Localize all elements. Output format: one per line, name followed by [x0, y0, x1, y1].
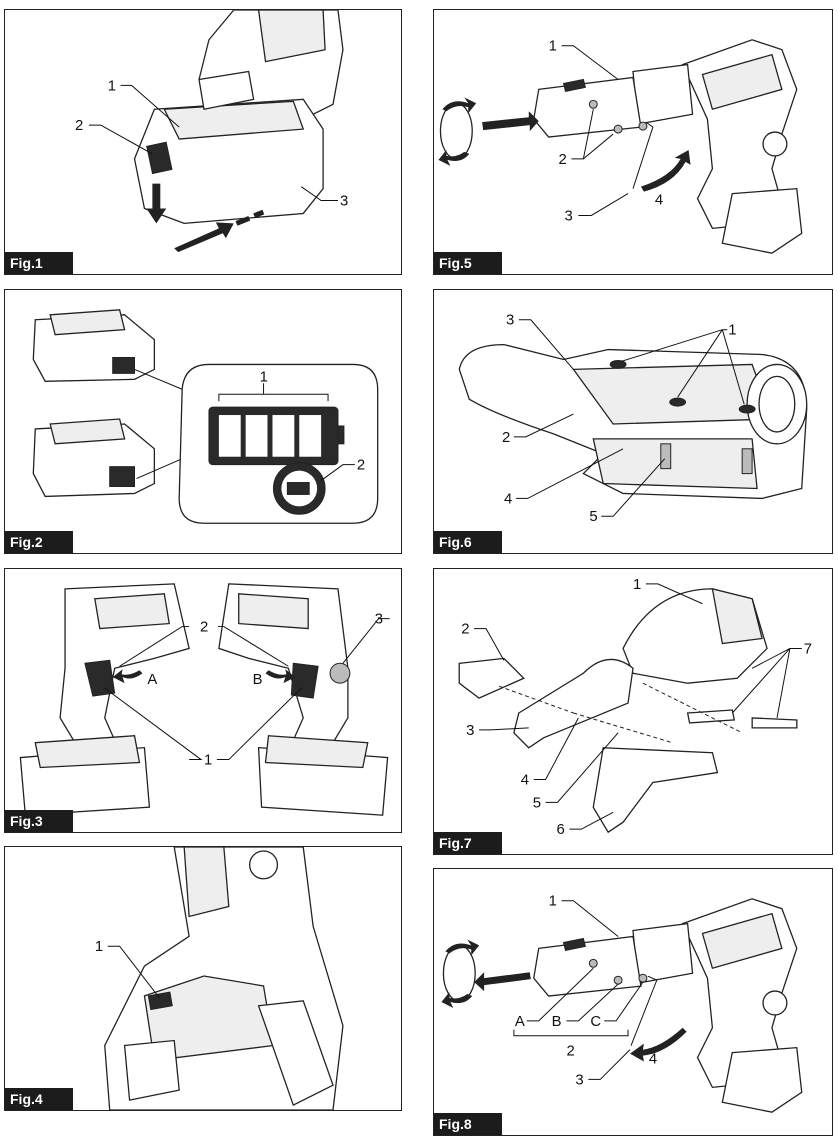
- figure-7-panel: 1 2 7 3 4 5 6 Fig.7: [433, 568, 833, 855]
- figure-label: Fig.3: [5, 810, 73, 832]
- figure-2-panel: 1 2 Fig.2: [4, 289, 402, 554]
- callout-C: C: [590, 1014, 601, 1030]
- callout-3: 3: [466, 723, 474, 739]
- figure-5-panel: 1 2 3 4 Fig.5: [433, 9, 833, 275]
- callout-3: 3: [506, 313, 514, 329]
- callout-A: A: [515, 1014, 525, 1030]
- exploded-nose-illustration: 1 2 7 3 4 5 6: [458, 577, 812, 838]
- callout-1: 1: [549, 894, 557, 910]
- callout-2: 2: [357, 458, 365, 474]
- callout-1: 1: [108, 78, 116, 94]
- callout-3: 3: [575, 1072, 583, 1088]
- figure-3-panel: 2 3 A B 1 Fig.3: [4, 568, 402, 833]
- callout-B: B: [253, 672, 263, 688]
- figure-label: Fig.2: [5, 531, 73, 553]
- callout-2: 2: [461, 622, 469, 638]
- callout-2: 2: [559, 152, 567, 168]
- callout-4: 4: [649, 1052, 657, 1068]
- callout-4: 4: [655, 193, 663, 209]
- callout-1: 1: [633, 577, 641, 593]
- led-light-illustration: 1: [95, 847, 344, 1110]
- callout-1: 1: [204, 753, 212, 769]
- callout-3: 3: [565, 208, 573, 224]
- figure-label: Fig.6: [434, 531, 502, 553]
- callout-2: 2: [567, 1044, 575, 1060]
- reversing-switch-illustration: 2 3 A B 1: [19, 583, 390, 816]
- callout-1: 1: [95, 939, 103, 955]
- callout-5: 5: [533, 795, 541, 811]
- figure-label: Fig.7: [434, 832, 502, 854]
- battery-removal-illustration: 1 2 3: [75, 10, 348, 253]
- callout-A: A: [147, 672, 157, 688]
- figure-label: Fig.4: [5, 1088, 73, 1110]
- figure-8-panel: 1 A B C 2 3 4 Fig.8: [433, 868, 833, 1136]
- figure-1-panel: 1 2 3 Fig.1: [4, 9, 402, 275]
- callout-4: 4: [504, 491, 512, 507]
- callout-5: 5: [589, 509, 597, 525]
- callout-2: 2: [75, 118, 83, 134]
- nose-installation-illustration: 1 A B C 2 3 4: [441, 894, 803, 1113]
- callout-2: 2: [200, 620, 208, 636]
- callout-7: 7: [804, 641, 812, 657]
- figure-4-panel: 1 Fig.4: [4, 846, 402, 1111]
- callout-6: 6: [557, 822, 565, 838]
- callout-2: 2: [502, 430, 510, 446]
- figure-6-panel: 3 1 2 4 5 Fig.6: [433, 289, 833, 554]
- figure-label: Fig.1: [5, 252, 73, 274]
- nose-assembly-illustration: 3 1 2 4 5: [458, 313, 808, 525]
- callout-3: 3: [375, 612, 383, 628]
- callout-B: B: [552, 1014, 562, 1030]
- nose-removal-illustration: 1 2 3 4: [438, 39, 803, 254]
- callout-1: 1: [549, 39, 557, 55]
- callout-3: 3: [340, 194, 348, 210]
- callout-1: 1: [260, 369, 268, 385]
- figure-label: Fig.8: [434, 1113, 502, 1135]
- battery-indicator-illustration: 1 2: [32, 309, 379, 524]
- callout-1: 1: [728, 323, 736, 339]
- callout-4: 4: [521, 772, 529, 788]
- figure-label: Fig.5: [434, 252, 502, 274]
